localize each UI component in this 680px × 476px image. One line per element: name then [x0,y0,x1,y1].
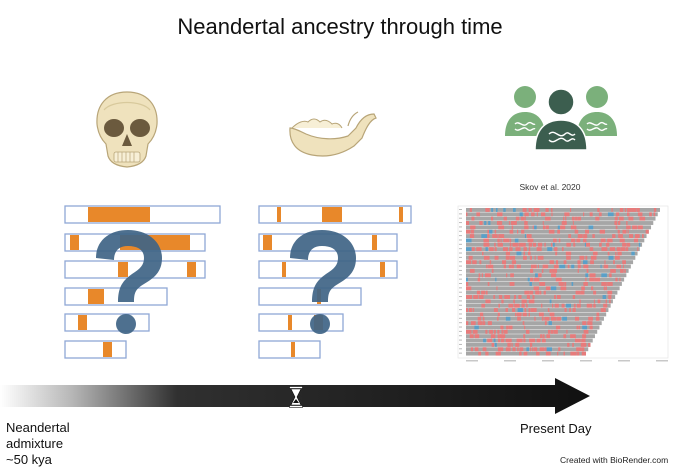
plot-axis-tick [542,360,554,362]
plot-row [459,334,595,339]
timeline-start-line: admixture [6,436,64,451]
page-title: Neandertal ancestry through time [177,14,503,39]
people-dna-icon [505,86,617,151]
archaic-segment [118,262,128,277]
plot-row [459,299,613,304]
archaic-segment [70,235,79,250]
timeline-end-label: Present Day [520,421,592,436]
plot-row [459,221,654,225]
archaic-segment [291,342,295,357]
plot-row [459,264,631,269]
plot-row [459,351,586,356]
archaic-segment [103,342,112,357]
skull-icon [96,91,158,168]
timeline-start-line: ~50 kya [6,452,52,467]
archaic-segment [187,262,196,277]
archaic-segment [288,315,292,330]
plot-row [459,208,660,212]
plot-row [459,329,598,334]
plot-row [459,260,634,265]
plot-row [459,234,647,239]
archaic-segment [78,315,87,330]
plot-row [459,212,658,217]
plot-row [459,325,600,330]
plot-row [459,216,656,221]
plot-axis-tick [580,360,592,362]
plot-row [459,268,629,273]
chromosome-bar [258,287,362,306]
hourglass-icon [289,386,303,408]
citation-label: Skov et al. 2020 [519,182,581,192]
archaic-segment-map-plot [457,205,669,362]
archaic-segment [372,235,377,250]
plot-row [459,303,611,308]
plot-row [459,286,620,291]
credit-label: Created with BioRender.com [560,455,669,465]
plot-row [459,273,627,278]
plot-row [459,342,591,347]
plot-row [459,316,604,321]
timeline-start-label: Neandertal admixture ~50 kya [6,420,70,468]
plot-row [459,229,649,234]
archaic-segment [277,207,281,222]
jawbone-icon [289,111,377,157]
archaic-segment [263,235,272,250]
plot-row [459,247,640,252]
plot-row [459,238,645,243]
plot-row [459,290,618,295]
archaic-segment [88,207,150,222]
plot-row [459,295,616,299]
archaic-segment [380,262,385,277]
plot-row [459,312,607,317]
plot-axis-tick [656,360,668,362]
plot-row [459,255,636,260]
archaic-segment [322,207,342,222]
plot-axis-tick [504,360,516,362]
archaic-segment [282,262,286,277]
archaic-segment [399,207,403,222]
plot-row [459,321,602,326]
plot-row [459,347,589,352]
question-mark-icon [290,230,356,334]
chromosome-bar [258,340,321,359]
plot-row [459,251,638,256]
plot-row [459,308,609,313]
plot-axis-tick [466,360,478,362]
timeline-start-line: Neandertal [6,420,70,435]
question-mark-icon [96,230,162,334]
plot-row [459,282,622,286]
archaic-segment [88,289,104,304]
plot-row [459,225,652,230]
plot-row [459,242,643,247]
plot-axis-tick [618,360,630,362]
timeline-arrow [0,378,590,414]
plot-row [459,277,625,282]
chromosome-bar [64,340,127,359]
plot-row [459,338,593,343]
chromosome-panel-early [64,205,221,359]
